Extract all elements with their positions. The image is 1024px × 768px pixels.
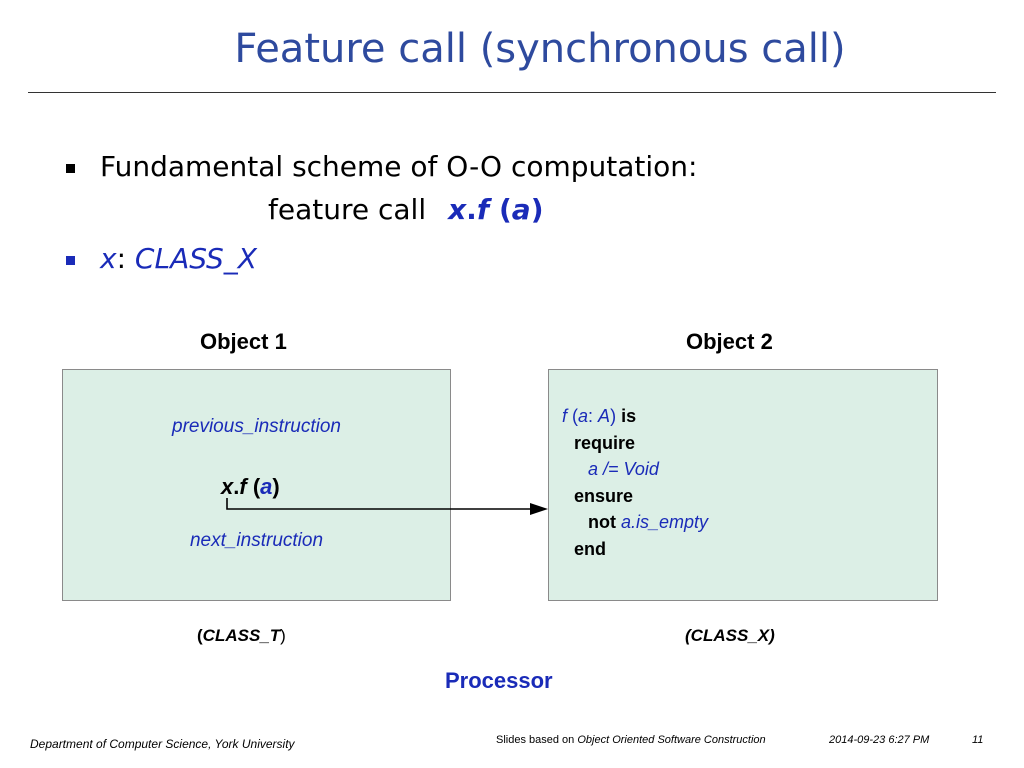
object-2-label: Object 2	[686, 329, 773, 354]
o1-call-close: )	[272, 474, 280, 499]
object-1-call: x.f (a)	[221, 474, 280, 500]
title-divider	[28, 92, 996, 93]
keyword-end: end	[574, 538, 607, 559]
keyword-ensure: ensure	[574, 485, 634, 506]
bullet-marker	[66, 256, 75, 265]
footer-book-title: Object Oriented Software Construction	[577, 734, 766, 746]
next-instruction: next_instruction	[189, 530, 324, 551]
bullet-marker	[66, 164, 75, 173]
keyword-is: is	[621, 406, 637, 426]
footer-source-prefix: Slides based on	[496, 734, 578, 746]
page-number: 11	[972, 734, 984, 746]
keyword-not: not	[588, 512, 616, 532]
o1-call-argument: a	[260, 474, 273, 499]
bullet-2-type: CLASS_X	[134, 242, 257, 275]
call-close-paren: )	[530, 193, 544, 226]
o1-call-target: x	[221, 474, 234, 499]
class-t-name: CLASS_T	[202, 626, 281, 645]
sig-open: (	[567, 406, 579, 426]
o1-call-open: (	[246, 474, 261, 499]
object-2-box	[548, 369, 938, 601]
postcondition: not a.is_empty	[588, 509, 708, 536]
postcondition-expr: a.is_empty	[621, 512, 709, 532]
processor-label: Processor	[445, 668, 553, 693]
class-t-label: (CLASS_T)	[197, 626, 286, 646]
class-t-open: (	[197, 626, 203, 645]
sig-feature: f	[562, 406, 568, 426]
slide-title: Feature call (synchronous call)	[234, 26, 846, 72]
precondition: a /= Void	[588, 459, 659, 479]
footer-date: 2014-09-23 6:27 PM	[829, 734, 930, 746]
footer-department: Department of Computer Science, York Uni…	[30, 737, 295, 751]
bullet-1-line2: feature call x.f (a)	[268, 193, 544, 226]
previous-instruction: previous_instruction	[172, 416, 341, 437]
o1-call-dot: .	[233, 474, 240, 499]
feature-call-label: feature call	[268, 193, 427, 226]
class-x-label: (CLASS_X)	[685, 626, 775, 645]
footer-source: Slides based on Object Oriented Software…	[496, 734, 766, 746]
bullet-2-text: x: CLASS_X	[100, 242, 257, 275]
object-1-label: Object 1	[200, 329, 287, 354]
call-open-paren: (	[499, 193, 512, 226]
call-feature: f	[476, 193, 489, 226]
call-arrow-head	[530, 503, 548, 515]
call-dot: .	[466, 193, 477, 226]
class-t-close: )	[280, 626, 286, 645]
sig-type: A	[598, 406, 611, 426]
bullet-2-var: x	[100, 242, 117, 275]
bullet-2-colon: :	[116, 242, 135, 275]
o1-call-feature: f	[239, 474, 247, 499]
call-target: x	[448, 193, 467, 226]
object-1-box	[62, 369, 451, 601]
sig-colon: :	[588, 406, 599, 426]
keyword-require: require	[574, 432, 636, 453]
feature-signature: f (a: A) is	[562, 403, 636, 430]
sig-close: )	[610, 406, 622, 426]
bullet-1-text: Fundamental scheme of O-O computation:	[100, 150, 698, 183]
call-argument: a	[511, 193, 531, 226]
call-arrow-line	[226, 498, 538, 510]
sig-arg: a	[578, 406, 589, 426]
